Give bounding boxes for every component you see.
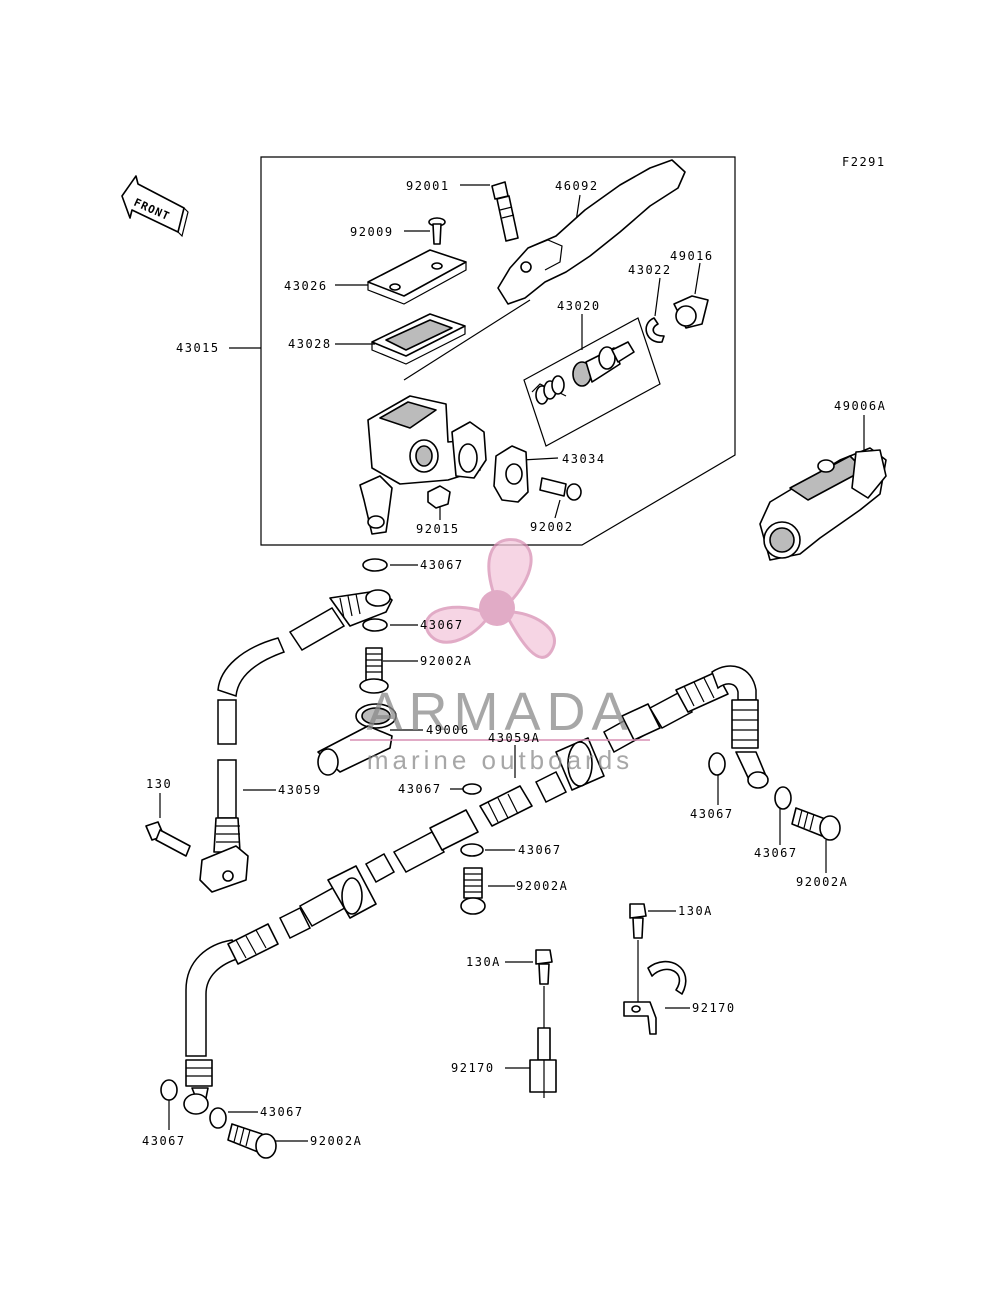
hose-clamp-part — [623, 960, 687, 1035]
washer-part — [774, 786, 792, 810]
washer-part — [160, 1079, 178, 1101]
circlip-part — [645, 317, 665, 343]
banjo-bolt-part — [227, 1123, 277, 1159]
part-label: 130A — [678, 904, 713, 918]
part-label: 43022 — [628, 263, 672, 277]
part-label: 43059A — [488, 731, 540, 745]
part-label: 130 — [146, 777, 172, 791]
banjo-bolt-part — [359, 647, 389, 694]
part-label: 49006 — [426, 723, 470, 737]
part-label: 46092 — [555, 179, 599, 193]
propeller-icon — [424, 538, 556, 659]
part-label: 92170 — [451, 1061, 495, 1075]
part-label: 92009 — [350, 225, 394, 239]
part-label: 92002A — [516, 879, 568, 893]
part-label: 43059 — [278, 783, 322, 797]
brake-hose-part — [199, 607, 346, 893]
hose-clamp-part — [529, 1027, 557, 1098]
diaphragm-part — [371, 313, 466, 365]
banjo-fitting-part — [329, 589, 393, 627]
part-label: 43067 — [518, 843, 562, 857]
part-label: 43067 — [260, 1105, 304, 1119]
leader-lines — [159, 184, 865, 1142]
clamp-bolt-part — [539, 477, 582, 501]
washer-part — [362, 618, 388, 632]
part-label: 43067 — [754, 846, 798, 860]
banjo-bolt-part — [791, 807, 841, 841]
part-label: 92002A — [310, 1134, 362, 1148]
washer-part — [362, 558, 388, 572]
part-label: 92015 — [416, 522, 460, 536]
part-labels: 92001 46092 92009 43026 43022 49016 4302… — [142, 179, 886, 1148]
hose-adapter-part — [317, 703, 397, 776]
piston-kit-part — [523, 317, 661, 447]
part-label: 43026 — [284, 279, 328, 293]
dust-boot-part — [673, 295, 709, 329]
bracket-bolt-part — [629, 903, 647, 1004]
washer-part — [209, 1107, 227, 1129]
part-label: 130A — [466, 955, 501, 969]
part-label: 92001 — [406, 179, 450, 193]
clamp-part — [493, 445, 529, 503]
part-label: 43067 — [420, 558, 464, 572]
cover-screw-part — [428, 217, 446, 245]
washer-part — [460, 843, 484, 857]
master-cylinder-body-part — [359, 395, 487, 535]
part-label: 43067 — [420, 618, 464, 632]
part-label: 43034 — [562, 452, 606, 466]
lower-banjo-fitting-part — [183, 1059, 213, 1115]
bracket-bolt-part — [535, 949, 553, 1028]
part-label: 43015 — [176, 341, 220, 355]
part-label: 92002A — [420, 654, 472, 668]
part-label: 92170 — [692, 1001, 736, 1015]
watermark-subtitle: marine outboards — [367, 745, 633, 775]
long-brake-hose-part — [185, 665, 769, 1057]
front-arrow-icon: FRONT — [121, 175, 189, 238]
part-label: 92002 — [530, 520, 574, 534]
part-label: 43028 — [288, 337, 332, 351]
part-label: 92002A — [796, 875, 848, 889]
part-label: 43067 — [142, 1134, 186, 1148]
part-label: 43067 — [690, 807, 734, 821]
watermark-title: ARMADA — [366, 682, 633, 742]
bleeder-nut-part — [427, 485, 451, 509]
part-label: 43067 — [398, 782, 442, 796]
banjo-bolt-part — [460, 867, 486, 915]
part-label: 49006A — [834, 399, 886, 413]
hose-bolt-part — [145, 821, 191, 857]
washer-part — [708, 752, 726, 776]
master-cylinder-group-frame — [260, 156, 736, 546]
cylinder-cover-part — [759, 447, 887, 561]
part-label: 43020 — [557, 299, 601, 313]
watermark-logo: ARMADA marine outboards — [350, 538, 650, 775]
pivot-bolt-part — [491, 181, 519, 242]
reservoir-cap-part — [367, 249, 467, 305]
figure-code: F2291 — [842, 155, 886, 169]
washer-part — [462, 783, 482, 795]
part-label: 49016 — [670, 249, 714, 263]
brake-lever-part — [497, 159, 686, 305]
